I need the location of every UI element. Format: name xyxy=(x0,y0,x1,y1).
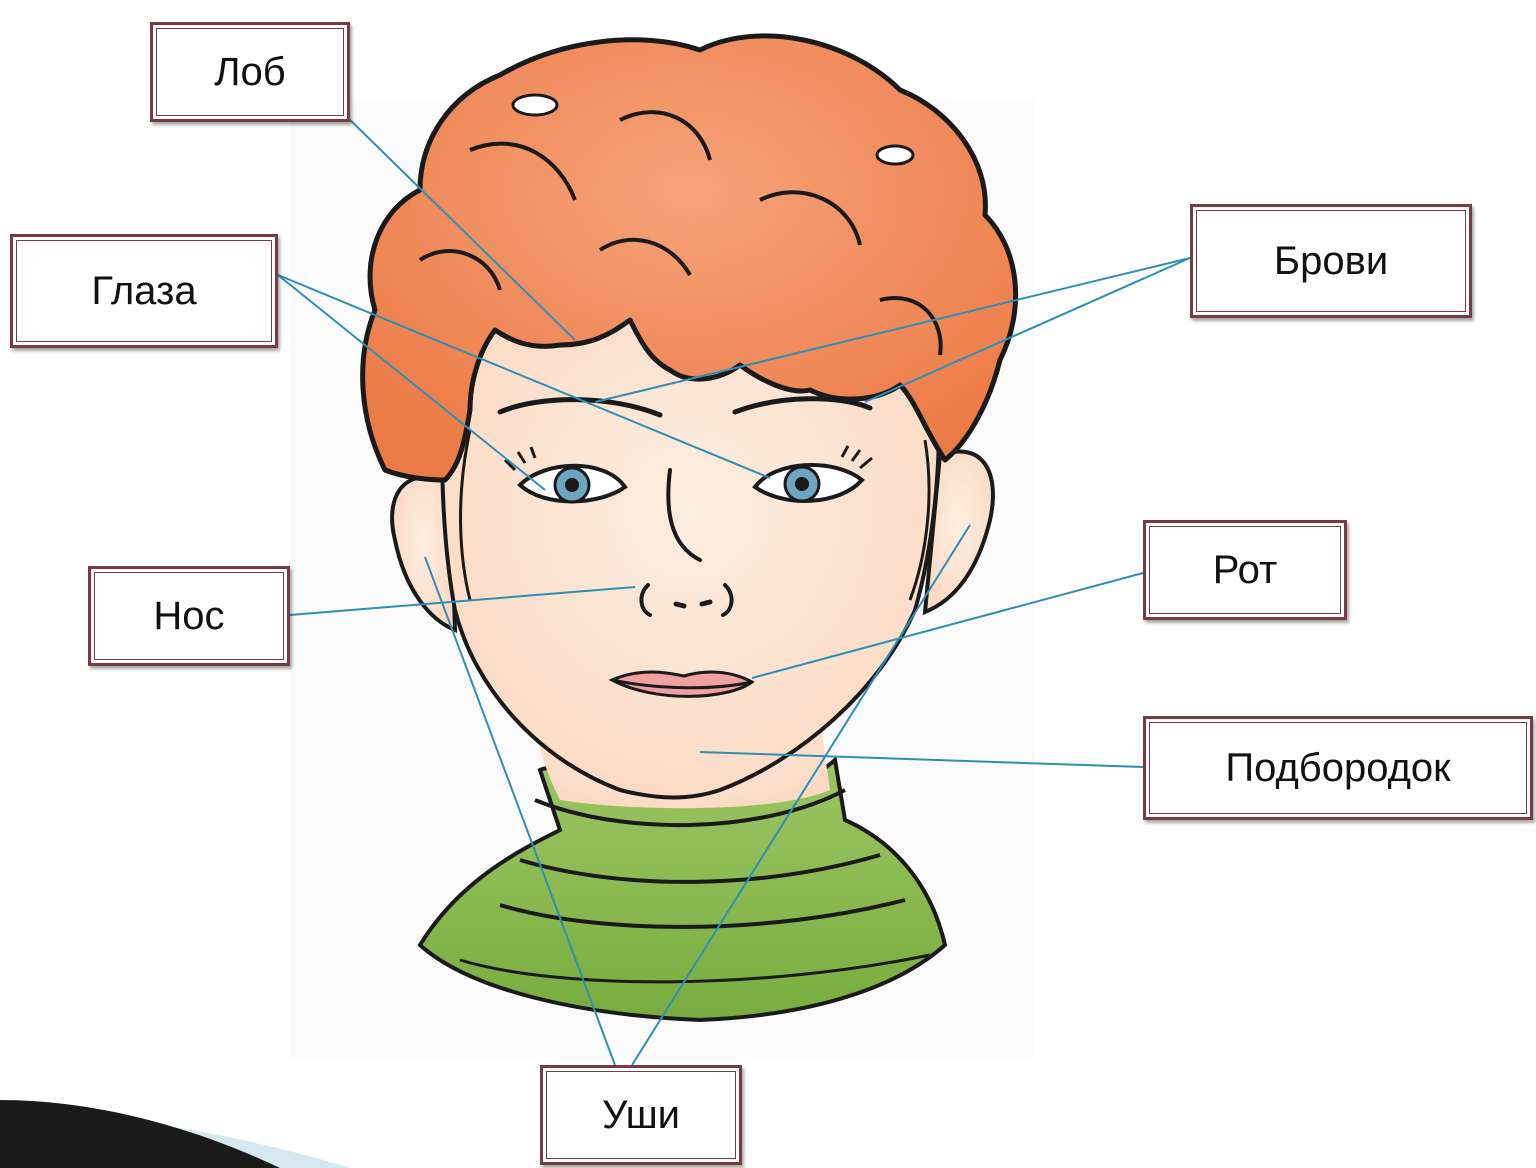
label-forehead: Лоб xyxy=(150,22,350,122)
label-chin: Подбородок xyxy=(1143,716,1533,820)
corner-decoration xyxy=(0,1100,350,1168)
label-mouth: Рот xyxy=(1143,520,1347,620)
label-ears: Уши xyxy=(540,1065,742,1165)
label-eyes: Глаза xyxy=(10,234,278,348)
label-nose: Нос xyxy=(88,566,290,666)
label-eyebrows: Брови xyxy=(1190,204,1472,318)
